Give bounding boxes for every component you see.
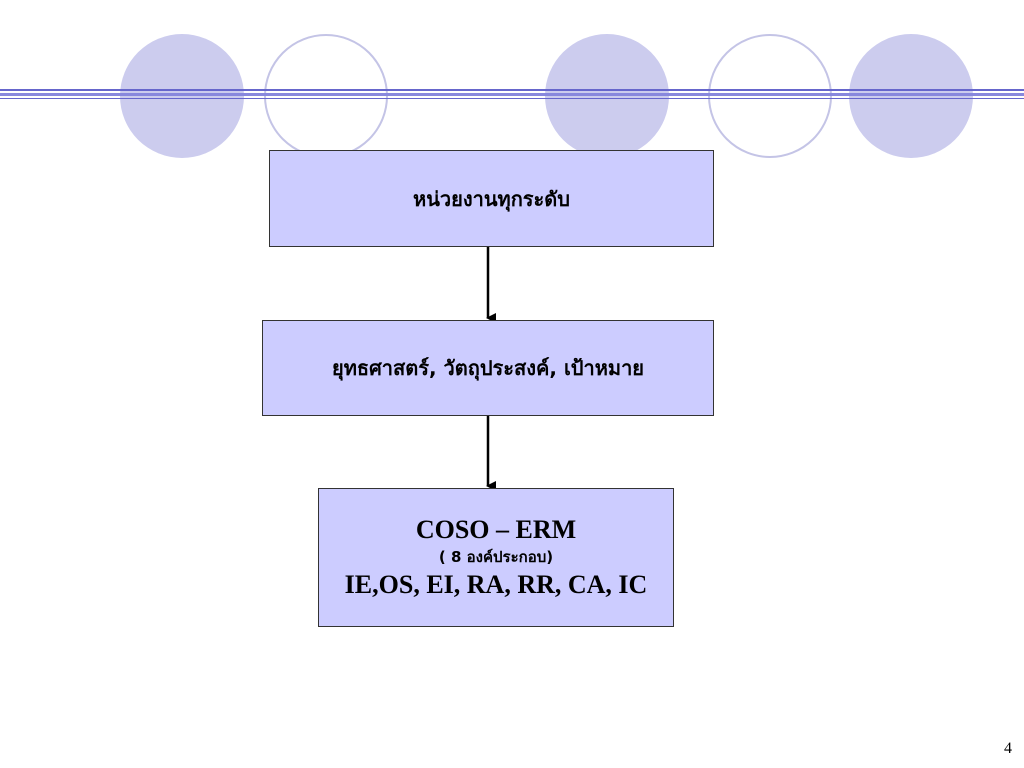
coso-erm-box: COSO – ERM ( 8 องค์ประกอบ) IE,OS, EI, RA… <box>318 488 674 627</box>
strategy-objectives-goals-box: ยุทธศาสตร์, วัตถุประสงค์, เป้าหมาย <box>262 320 714 416</box>
coso-erm-title: COSO – ERM <box>415 514 577 544</box>
header-decoration <box>0 34 1024 158</box>
decorative-circles <box>120 34 973 158</box>
coso-erm-subtitle: ( 8 องค์ประกอบ) <box>438 547 554 566</box>
strategy-objectives-goals-label: ยุทธศาสตร์, วัตถุประสงค์, เป้าหมาย <box>331 356 645 380</box>
rule-line-2 <box>0 93 1024 96</box>
rule-lines <box>0 89 1024 99</box>
all-level-units-label: หน่วยงานทุกระดับ <box>413 186 570 211</box>
rule-line-3 <box>0 98 1024 99</box>
rule-line-1 <box>0 89 1024 91</box>
all-level-units-box: หน่วยงานทุกระดับ <box>269 150 714 247</box>
page-number: 4 <box>1004 740 1012 757</box>
coso-erm-components: IE,OS, EI, RA, RR, CA, IC <box>344 569 648 599</box>
